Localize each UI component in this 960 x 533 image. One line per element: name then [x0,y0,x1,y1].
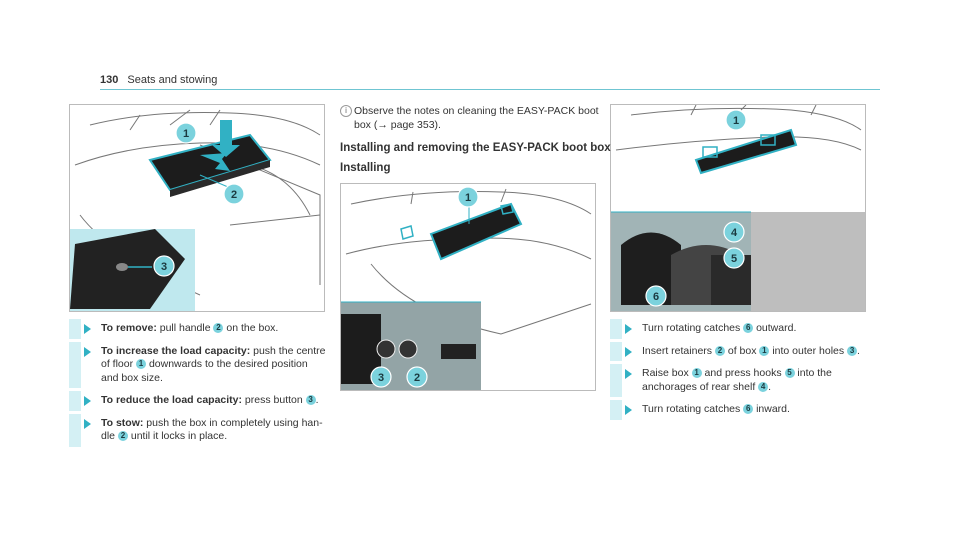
step-turn-catches-outward: Turn rotating catches 6 outward. [610,319,867,339]
callout-4: 4 [731,227,738,239]
arrow-icon [84,418,91,429]
callout-1: 1 [183,128,189,140]
arrow-icon [84,396,91,406]
highlight-bar [69,341,81,388]
arrow-icon [625,405,632,415]
callout-badge: 6 [743,323,754,333]
figure-boot-box-installing: 1 3 2 [340,183,596,391]
callout-badge: 1 [136,359,147,369]
callout-2: 2 [231,189,237,201]
callout-badge: 6 [743,404,754,414]
arrow-icon [625,324,632,334]
step-turn-catches-inward: Turn rotating catches 6 inward. [610,400,867,420]
callout-6: 6 [653,291,659,303]
step-increase-capacity: To increase the load capacity: push the … [69,341,326,388]
left-steps: To remove: pull handle 2 on the box. To … [69,319,326,453]
callout-badge: 1 [759,345,770,356]
callout-2: 2 [414,372,420,384]
arrow-icon [625,346,632,357]
step-raise-box: Raise box 1 and press hooks 5 into the a… [610,364,867,397]
figure-boot-box-hooks: 1 4 5 6 [610,104,866,312]
callout-badge: 1 [691,368,702,378]
callout-badge: 4 [758,381,769,392]
step-insert-retainers: Insert retainers 2 of box 1 into outer h… [610,341,867,361]
callout-1: 1 [465,192,471,204]
callout-1: 1 [733,115,739,127]
step-reduce-capacity: To reduce the load capacity: press butto… [69,391,326,411]
callout-3: 3 [378,372,384,384]
callout-badge: 3 [847,345,858,356]
highlight-bar [69,391,81,411]
detail-inset [70,229,195,311]
subsection-heading: Installing [340,162,391,174]
highlight-bar [610,364,622,397]
arrow-icon [84,346,91,357]
note-text: Observe the notes on cleaning the EASY-P… [354,105,599,131]
highlight-bar [610,341,622,361]
page-header: 130 Seats and stowing [100,74,217,86]
callout-badge: 2 [213,323,224,333]
right-steps: Turn rotating catches 6 outward. Insert … [610,319,867,426]
step-stow: To stow: push the box in completely usin… [69,413,326,447]
callout-badge: 2 [714,345,725,356]
callout-badge: 5 [784,368,795,378]
header-rule [100,89,880,90]
step-remove: To remove: pull handle 2 on the box. [69,319,326,339]
figure-boot-box-removal: 1 2 3 [69,104,325,312]
highlight-bar [610,400,622,420]
arrow-icon [625,369,632,379]
callout-3: 3 [161,261,167,273]
page-number: 130 [100,74,119,86]
info-note: i Observe the notes on cleaning the EASY… [340,105,600,132]
highlight-bar [610,319,622,339]
highlight-bar [69,413,81,447]
section-heading: Installing and removing the EASY-PACK bo… [340,142,611,154]
callout-badge: 2 [117,431,128,441]
arrow-icon [84,324,91,334]
callout-badge: 3 [305,395,316,405]
boot-box-shape [148,133,272,197]
callout-5: 5 [731,253,737,265]
section-title: Seats and stowing [127,74,218,86]
info-icon: i [340,105,352,117]
highlight-bar [69,319,81,339]
